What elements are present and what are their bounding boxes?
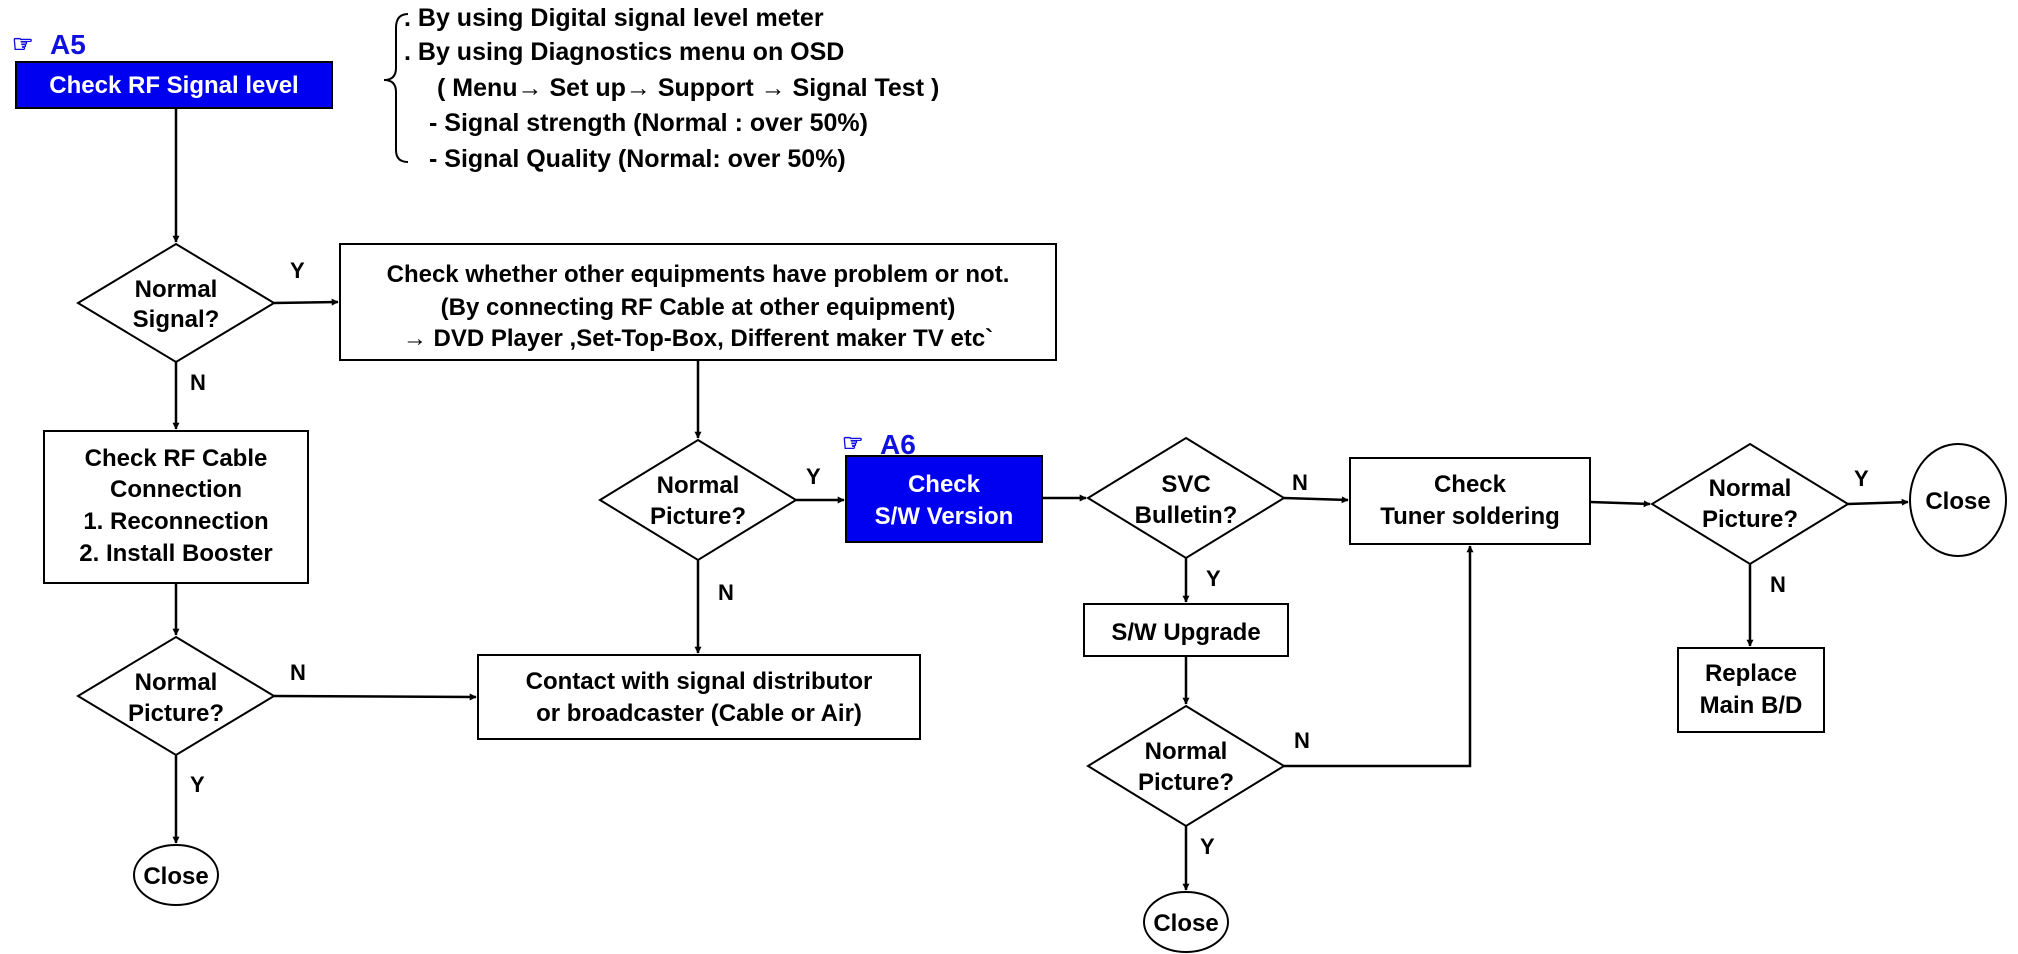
yes-label: Y <box>190 772 205 797</box>
pointing-hand-icon: ☞ <box>842 430 864 457</box>
note-line: . By using Diagnostics menu on OSD <box>404 38 844 66</box>
check-other-equipment-box: Check whether other equipments have prob… <box>339 243 1057 361</box>
note-line: ( Menu→ Set up→ Support → Signal Test ) <box>437 74 939 102</box>
reference-tag-a5: ☞ A5 <box>12 29 86 60</box>
sw-upgrade-box: S/W Upgrade <box>1083 603 1289 657</box>
reference-tag-a6: ☞ A6 <box>842 429 916 460</box>
decision-label: Picture? <box>1702 506 1798 533</box>
check-rf-signal-box: Check RF Signal level <box>15 61 333 109</box>
box-label: → DVD Player ,Set-Top-Box, Different mak… <box>403 325 993 352</box>
yes-label: Y <box>806 464 821 489</box>
box-label: Check whether other equipments have prob… <box>387 261 1010 288</box>
yes-label: Y <box>1206 566 1221 591</box>
pointing-hand-icon: ☞ <box>12 31 34 58</box>
check-tuner-box: Check Tuner soldering <box>1349 457 1591 545</box>
decision-label: Normal <box>1709 475 1792 502</box>
box-label: (By connecting RF Cable at other equipme… <box>441 294 956 321</box>
no-label: N <box>1770 572 1786 597</box>
normal-picture-decision-4: Normal Picture? <box>1650 442 1850 566</box>
no-label: N <box>718 580 734 605</box>
box-label: Check <box>1434 471 1507 498</box>
normal-signal-decision: Normal Signal? <box>76 242 276 364</box>
decision-label: Picture? <box>650 503 746 530</box>
tag-a5-label: A5 <box>50 29 86 60</box>
decision-label: Picture? <box>1138 769 1234 796</box>
close-label: Close <box>1925 488 1990 515</box>
normal-picture-decision-1: Normal Picture? <box>76 635 276 757</box>
decision-label: Signal? <box>133 306 220 333</box>
no-label: N <box>1292 470 1308 495</box>
note-line: . By using Digital signal level meter <box>404 4 824 32</box>
box-label: 1. Reconnection <box>83 508 268 535</box>
connector-arrow <box>1847 498 1909 506</box>
notes-brace <box>383 13 409 163</box>
box-label: S/W Upgrade <box>1111 619 1260 646</box>
yes-label: Y <box>1200 834 1215 859</box>
box-label: Contact with signal distributor <box>526 668 873 695</box>
decision-label: Bulletin? <box>1135 502 1238 529</box>
connector-arrow <box>273 693 477 701</box>
no-label: N <box>1294 728 1310 753</box>
box-label: Tuner soldering <box>1380 503 1560 530</box>
close-label: Close <box>143 863 208 890</box>
box-label: Check RF Cable <box>85 445 268 472</box>
box-label: Main B/D <box>1700 692 1803 719</box>
connectors <box>172 109 1909 891</box>
normal-picture-decision-3: Normal Picture? <box>1086 704 1286 828</box>
connector-arrow <box>1284 545 1474 768</box>
note-line: - Signal strength (Normal : over 50%) <box>429 109 868 137</box>
signal-check-notes: . By using Digital signal level meter . … <box>404 4 939 173</box>
connector-arrow <box>1589 500 1651 508</box>
connector-arrow <box>273 298 339 306</box>
decision-label: Normal <box>657 472 740 499</box>
decision-label: SVC <box>1161 471 1210 498</box>
box-label: or broadcaster (Cable or Air) <box>536 700 862 727</box>
decision-label: Normal <box>1145 738 1228 765</box>
no-label: N <box>190 370 206 395</box>
replace-main-box: Replace Main B/D <box>1677 647 1825 733</box>
edge-labels: Y N N Y Y N N Y N Y Y N <box>190 258 1869 859</box>
decision-label: Picture? <box>128 700 224 727</box>
close-terminal-3: Close <box>1909 443 2007 557</box>
box-label: Connection <box>110 476 242 503</box>
yes-label: Y <box>290 258 305 283</box>
yes-label: Y <box>1854 466 1869 491</box>
connector-arrow <box>1283 496 1349 504</box>
contact-distributor-box: Contact with signal distributor or broad… <box>477 654 921 740</box>
box-label: Check <box>908 471 981 498</box>
check-rf-signal-label: Check RF Signal level <box>49 72 298 99</box>
normal-picture-decision-2: Normal Picture? <box>598 438 798 562</box>
close-label: Close <box>1153 910 1218 937</box>
box-label: 2. Install Booster <box>79 540 272 567</box>
decision-label: Normal <box>135 669 218 696</box>
box-label: Replace <box>1705 660 1797 687</box>
check-sw-version-box: Check S/W Version <box>845 455 1043 543</box>
check-rf-cable-box: Check RF Cable Connection 1. Reconnectio… <box>43 430 309 584</box>
decision-label: Normal <box>135 276 218 303</box>
close-terminal-2: Close <box>1143 891 1229 953</box>
box-label: S/W Version <box>875 503 1014 530</box>
close-terminal-1: Close <box>133 844 219 906</box>
tag-a6-label: A6 <box>880 429 916 460</box>
no-label: N <box>290 660 306 685</box>
svc-bulletin-decision: SVC Bulletin? <box>1086 436 1286 560</box>
note-line: - Signal Quality (Normal: over 50%) <box>429 145 846 173</box>
